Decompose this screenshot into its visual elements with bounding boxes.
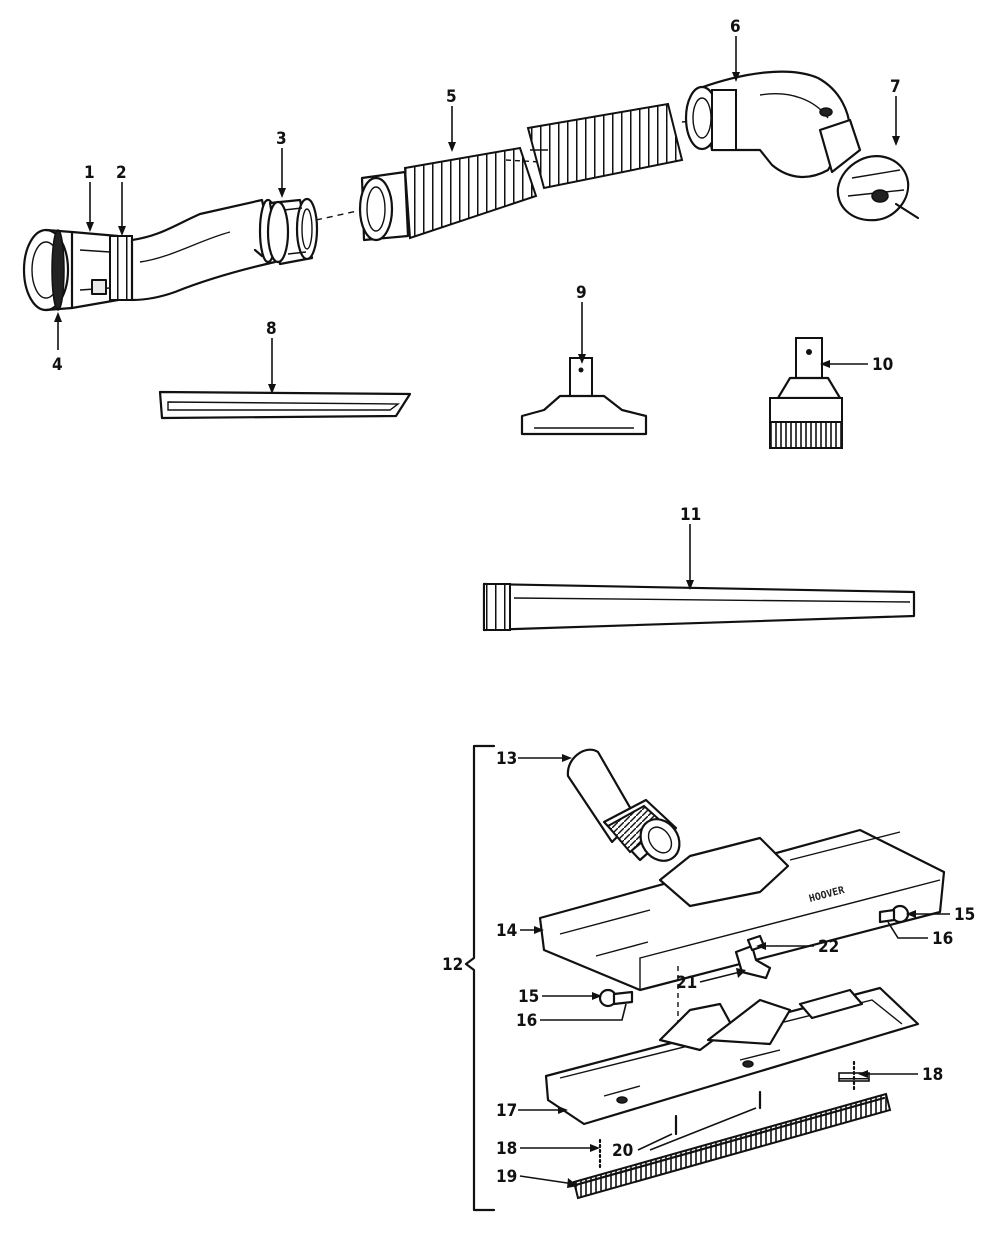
hose-assembly	[22, 70, 920, 312]
callout-22: 22	[818, 937, 839, 957]
part-11-straight-wand	[482, 582, 916, 632]
part-12-floor-nozzle-assembly: HOOVER	[464, 744, 946, 1212]
callout-18-left: 18	[496, 1139, 517, 1159]
callout-4: 4	[52, 355, 63, 375]
callout-labels: 1 2 3 4 5 6 7 8 9 10 11 12 13 14 15 16 1…	[52, 17, 975, 1187]
callout-21: 21	[676, 973, 697, 993]
callout-14: 14	[496, 921, 517, 941]
callout-17: 17	[496, 1101, 517, 1121]
callout-16-right: 16	[932, 929, 953, 949]
curved-wand	[130, 198, 278, 302]
callout-9: 9	[576, 283, 587, 303]
part-18-spring-right	[838, 1060, 870, 1094]
callout-2: 2	[116, 163, 127, 183]
part-17-nozzle-base	[544, 986, 920, 1126]
callout-3: 3	[276, 129, 287, 149]
leader-lines	[54, 36, 950, 1188]
part-10-dusting-brush	[769, 337, 843, 449]
part-4-swivel-ring	[22, 228, 74, 312]
callout-6: 6	[730, 17, 741, 37]
part-9-upholstery-tool	[520, 357, 648, 436]
callout-1: 1	[84, 163, 95, 183]
callout-20: 20	[612, 1141, 633, 1161]
callout-12: 12	[442, 955, 463, 975]
callout-5: 5	[446, 87, 457, 107]
callout-7: 7	[890, 77, 901, 97]
part-19-brush-strip	[570, 1092, 892, 1200]
callout-11: 11	[680, 505, 701, 525]
part-6-elbow	[684, 70, 862, 179]
callout-18-right: 18	[922, 1065, 943, 1085]
callout-8: 8	[266, 319, 277, 339]
part-20-clips	[674, 1090, 762, 1136]
part-14-nozzle-hood: HOOVER	[538, 828, 946, 992]
callout-19: 19	[496, 1167, 517, 1187]
callout-15-right: 15	[954, 905, 975, 925]
callout-10: 10	[872, 355, 893, 375]
part-7-coupling-cap	[836, 155, 920, 222]
part-13-swivel-neck	[566, 748, 681, 862]
part-5-hose	[358, 102, 684, 242]
part-8-crevice-tool	[158, 390, 412, 420]
part-3-connector-ring	[266, 197, 319, 266]
part-1-2-coupling	[70, 230, 133, 310]
callout-13: 13	[496, 749, 517, 769]
callout-16-left: 16	[516, 1011, 537, 1031]
callout-15-left: 15	[518, 987, 539, 1007]
part-15-16-wheel-left	[598, 988, 634, 1008]
